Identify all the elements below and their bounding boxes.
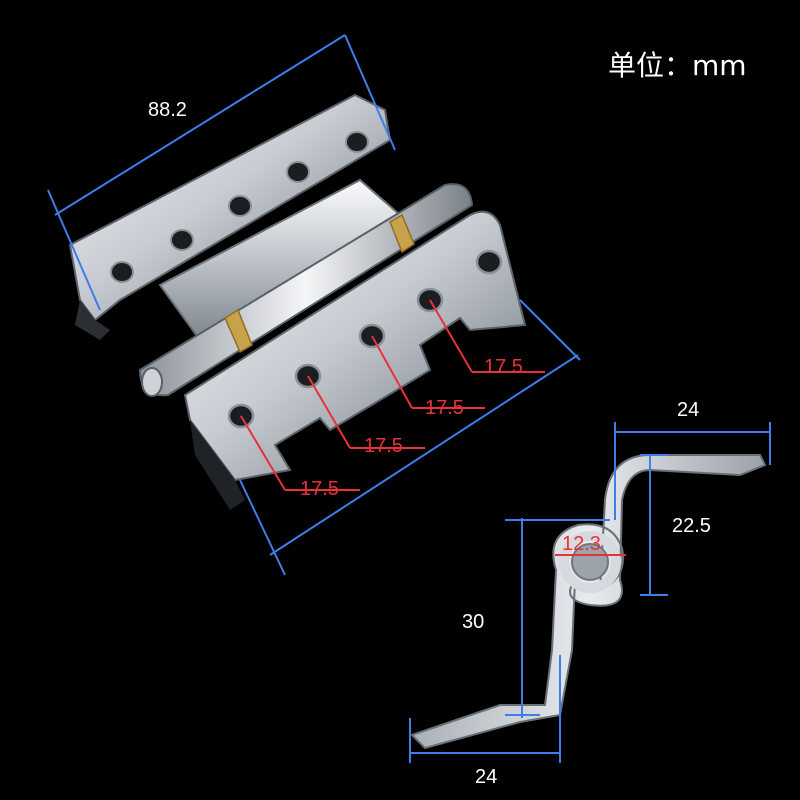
- hinge-image: [68, 93, 527, 510]
- label-knuckle-diameter: 12.3: [562, 533, 601, 555]
- brass-washer: [224, 308, 253, 354]
- label-hole-spacing-2: 17.5: [364, 435, 403, 457]
- label-hole-spacing-1: 17.5: [300, 478, 339, 500]
- profile-image: [410, 454, 767, 750]
- unit-label: 单位：mm: [608, 49, 747, 82]
- dim-line-hole-span: [269, 354, 579, 556]
- label-total-length: 88.2: [148, 99, 187, 121]
- profile-knuckle: [559, 531, 621, 593]
- brass-washer: [389, 213, 415, 254]
- hinge-front-leaf: [183, 210, 527, 482]
- dim-line-total-length: [54, 34, 346, 216]
- label-hole-spacing-3: 17.5: [425, 397, 464, 419]
- label-bottom-width: 24: [475, 766, 497, 788]
- label-top-width: 24: [677, 399, 699, 421]
- profile-strip: [410, 454, 767, 750]
- dimension-lines: [47, 34, 771, 763]
- label-lower-height: 30: [462, 611, 484, 633]
- hole-spacing-leaders: [240, 299, 626, 556]
- back-leaf-holes: [110, 131, 369, 283]
- label-upper-height: 22.5: [672, 515, 711, 537]
- front-leaf-holes: [227, 249, 503, 429]
- label-hole-spacing-4: 17.5: [484, 356, 523, 378]
